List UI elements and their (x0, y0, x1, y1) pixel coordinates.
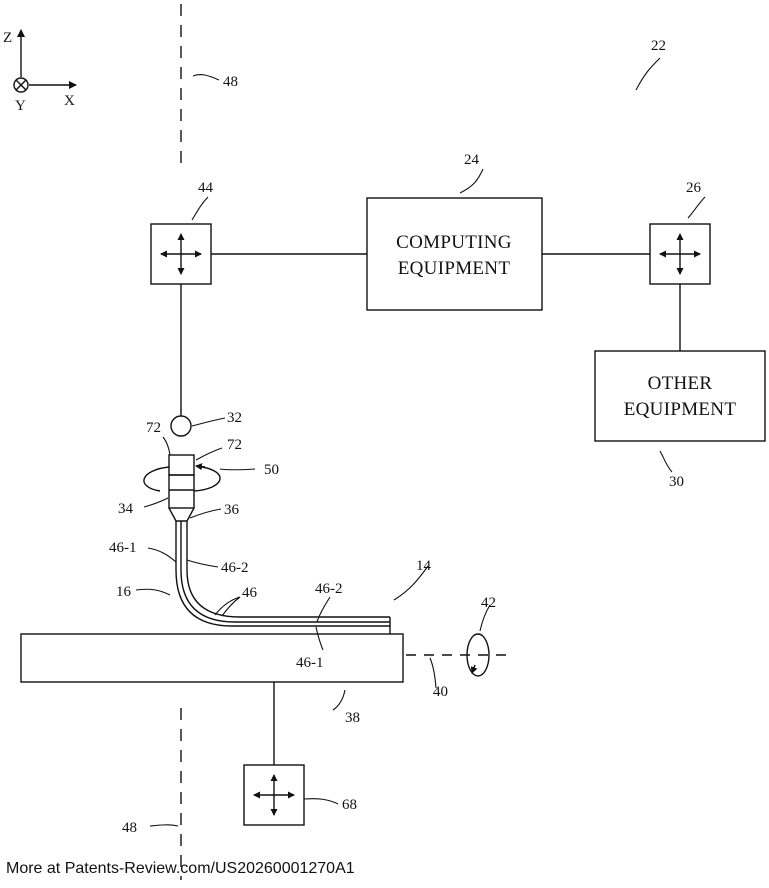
ref-48-top: 48 (223, 74, 238, 90)
other-equipment-box (595, 351, 765, 441)
ref-72-right: 72 (227, 437, 242, 453)
ref-26: 26 (686, 180, 702, 196)
joint-32 (171, 416, 191, 436)
ref-32: 32 (227, 410, 242, 426)
positioner-26 (650, 224, 710, 284)
ref-68: 68 (342, 797, 357, 813)
ref-46: 46 (242, 585, 258, 601)
ref-46-1-top: 46-1 (109, 540, 137, 556)
ref-34: 34 (118, 501, 134, 517)
other-box-line2: EQUIPMENT (624, 399, 737, 420)
four-way-arrows-icon (161, 234, 201, 274)
four-way-arrows-icon (660, 234, 700, 274)
z-axis-label: Z (3, 30, 12, 46)
footer-link[interactable]: More at Patents-Review.com/US20260001270… (6, 860, 355, 878)
fiber-bundle-46 (176, 521, 390, 634)
four-way-arrows-icon (254, 775, 294, 815)
ref-46-2-right: 46-2 (315, 581, 343, 597)
rotation-arrow-50 (144, 467, 220, 491)
ref-14: 14 (416, 558, 432, 574)
x-axis-label: X (64, 93, 75, 109)
ref-42: 42 (481, 595, 496, 611)
ref-40: 40 (433, 684, 448, 700)
ref-36: 36 (224, 502, 240, 518)
y-axis-label: Y (15, 98, 26, 114)
tool-head-34 (169, 455, 194, 521)
platform-38 (21, 634, 403, 682)
ref-44: 44 (198, 180, 214, 196)
ref-38: 38 (345, 710, 360, 726)
computing-box-line1: COMPUTING (396, 232, 512, 253)
ref-46-1-bottom: 46-1 (296, 655, 324, 671)
ref-16: 16 (116, 584, 132, 600)
ref-22: 22 (651, 38, 666, 54)
leader-lines (136, 58, 705, 826)
computing-equipment-box (367, 198, 542, 310)
ref-46-2-top: 46-2 (221, 560, 249, 576)
coordinate-axes (14, 30, 76, 92)
other-box-line1: OTHER (648, 373, 713, 394)
ref-48-bottom: 48 (122, 820, 137, 836)
ref-24: 24 (464, 152, 480, 168)
ref-72-left: 72 (146, 420, 161, 436)
computing-box-line2: EQUIPMENT (398, 258, 511, 279)
positioner-44 (151, 224, 211, 284)
ref-30: 30 (669, 474, 684, 490)
ref-50: 50 (264, 462, 279, 478)
positioner-68 (244, 765, 304, 825)
connection-lines (181, 254, 680, 765)
